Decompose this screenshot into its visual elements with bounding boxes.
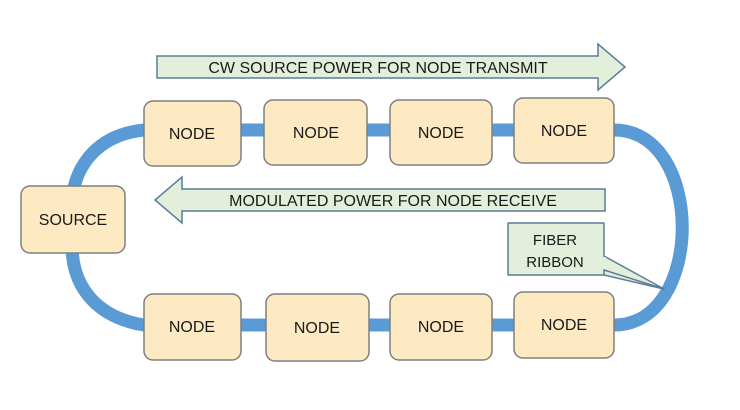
transmit-arrow: CW SOURCE POWER FOR NODE TRANSMIT: [156, 42, 627, 92]
top-node-4: NODE: [513, 97, 615, 164]
bottom-node-row: NODE NODE NODE NODE: [143, 291, 615, 362]
ribbon-left-bottom-arc: [65, 238, 151, 332]
bottom-node-3: NODE: [389, 293, 493, 361]
bottom-node-1: NODE: [143, 293, 242, 361]
source-box-shape: [20, 185, 126, 254]
bottom-node-1-label: NODE: [169, 319, 215, 336]
receive-arrow: MODULATED POWER FOR NODE RECEIVE: [153, 175, 606, 225]
top-node-3: NODE: [389, 99, 493, 166]
bottom-node-2-label: NODE: [294, 320, 340, 337]
top-node-2: NODE: [263, 99, 368, 166]
top-node-1: NODE: [143, 100, 242, 167]
bottom-node-4: NODE: [513, 291, 615, 359]
source-label: SOURCE: [39, 212, 107, 229]
receive-arrow-label: MODULATED POWER FOR NODE RECEIVE: [229, 193, 557, 210]
top-node-2-label: NODE: [293, 125, 339, 142]
top-node-row: NODE NODE NODE NODE: [143, 97, 615, 167]
bottom-node-2: NODE: [265, 293, 370, 362]
ribbon-right-arc: [607, 123, 689, 332]
receive-arrow-shape: [153, 175, 606, 225]
callout-label-line1: FIBER: [533, 232, 577, 249]
transmit-arrow-shape: [156, 42, 627, 92]
bottom-node-4-label: NODE: [541, 317, 587, 334]
fiber-ribbon-callout: FIBER RIBBON: [507, 222, 665, 290]
top-node-1-label: NODE: [169, 126, 215, 143]
top-node-4-label: NODE: [541, 123, 587, 140]
top-node-3-label: NODE: [418, 125, 464, 142]
bottom-node-3-label: NODE: [418, 319, 464, 336]
source-box: SOURCE: [20, 185, 126, 254]
transmit-arrow-label: CW SOURCE POWER FOR NODE TRANSMIT: [208, 60, 547, 77]
callout-label-line2: RIBBON: [526, 254, 584, 271]
callout-pointer: [603, 255, 665, 290]
